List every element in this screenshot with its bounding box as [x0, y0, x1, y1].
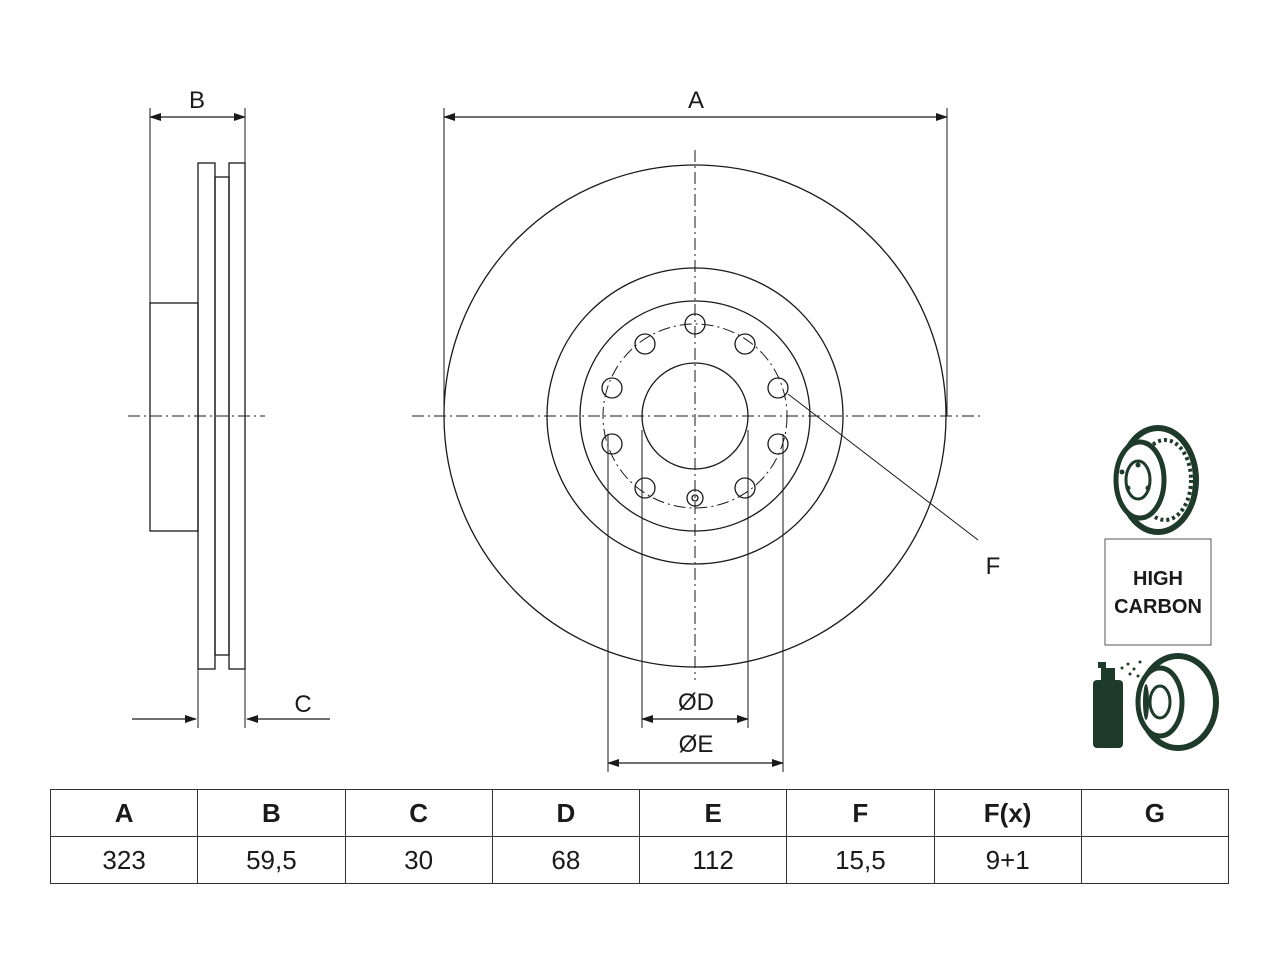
dimension-f-label: F	[986, 553, 1001, 580]
table-cell: 323	[49, 836, 199, 884]
high-carbon-badge-icon: HIGH CARBON	[1104, 538, 1212, 646]
table-cell: 112	[638, 836, 788, 884]
dimension-d-label: ØD	[678, 689, 714, 716]
table-header-cell: D	[491, 789, 641, 837]
brake-disc-icon	[1113, 425, 1199, 535]
table-header-cell: C	[344, 789, 493, 837]
badge-line1: HIGH	[1133, 568, 1183, 590]
dimension-e-label: ØE	[679, 731, 714, 758]
table-header-cell: G	[1080, 789, 1230, 837]
table-cell: 68	[491, 836, 641, 884]
table-row: 323 59,5 30 68 112 15,5 9+1	[49, 836, 1230, 884]
table-header-cell: F(x)	[933, 789, 1082, 837]
table-header-cell: E	[638, 789, 788, 837]
table-header-cell: B	[197, 789, 346, 837]
side-view: B C	[128, 87, 330, 728]
badge-line2: CARBON	[1114, 596, 1202, 618]
table-cell: 15,5	[786, 836, 935, 884]
table-cell: 9+1	[933, 836, 1082, 884]
dimension-table: A B C D E F F(x) G 323 59,5 30 68 112 15…	[49, 789, 1230, 884]
table-header-cell: F	[786, 789, 935, 837]
dimension-c-label: C	[294, 691, 311, 718]
table-header-cell: A	[49, 789, 199, 837]
dimension-a-label: A	[688, 87, 704, 114]
dimension-b-label: B	[189, 87, 205, 114]
table-cell: 59,5	[197, 836, 346, 884]
table-cell	[1080, 836, 1230, 884]
table-cell: 30	[344, 836, 493, 884]
front-view: A F ØD	[412, 87, 1000, 772]
bolt-hole-pattern	[601, 313, 789, 507]
coating-spray-icon	[1093, 653, 1219, 751]
table-header-row: A B C D E F F(x) G	[49, 789, 1230, 837]
